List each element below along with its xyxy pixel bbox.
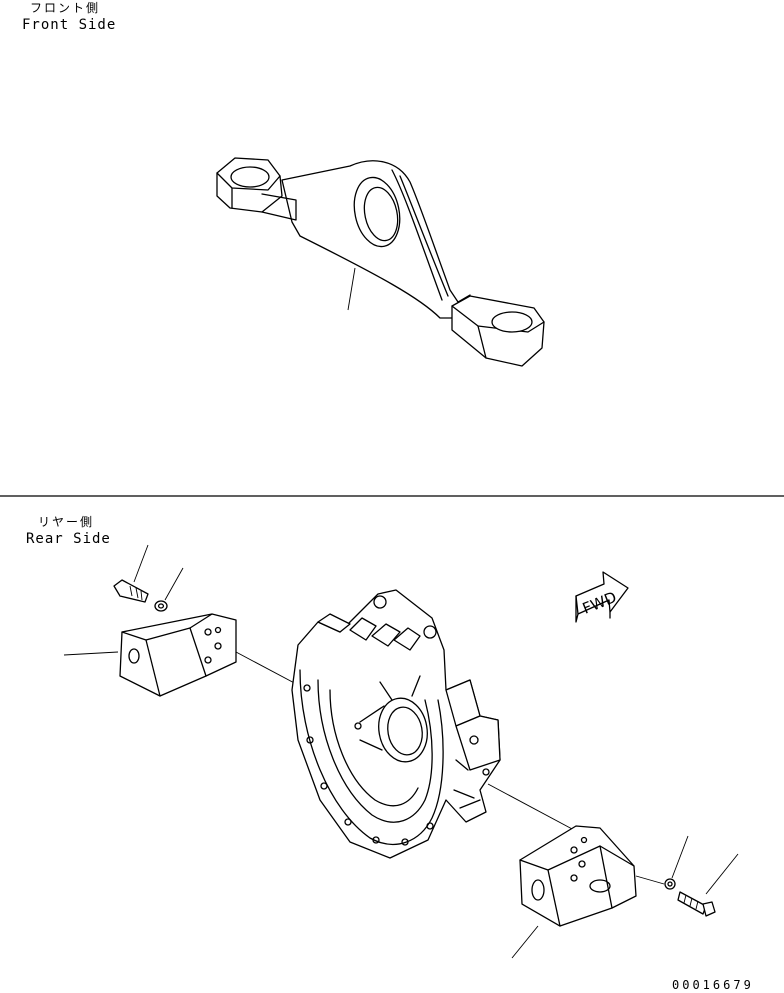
- rear-left-bracket: [63, 613, 237, 697]
- rear-side-label-jp: リヤー側: [38, 515, 95, 529]
- rear-side-label-en: Rear Side: [26, 531, 111, 547]
- rear-left-washer: [154, 567, 184, 612]
- rear-right-washer: [664, 835, 689, 890]
- rear-right-bracket: [511, 825, 665, 959]
- front-support-bracket: [216, 157, 545, 367]
- fwd-direction-arrow: FWD: [575, 571, 629, 623]
- rear-right-bolt: [677, 853, 739, 917]
- front-side-label-en: Front Side: [22, 17, 117, 33]
- rear-left-bolt: [113, 544, 149, 603]
- drawing-number: 00016679: [672, 978, 754, 992]
- front-side-label-jp: フロント側: [30, 1, 101, 15]
- flywheel-housing: [291, 589, 501, 859]
